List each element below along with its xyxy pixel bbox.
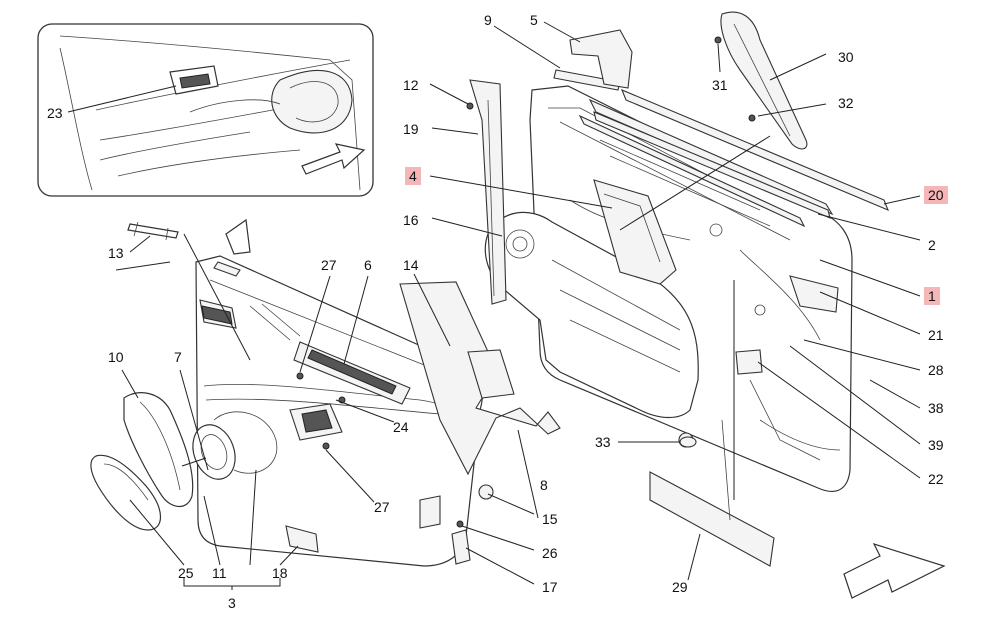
switch-part <box>285 525 319 553</box>
callout-39: 39 <box>928 437 944 453</box>
callout-18: 18 <box>272 565 288 581</box>
callout-10: 10 <box>108 349 124 365</box>
callout-8: 8 <box>540 477 548 493</box>
callout-13: 13 <box>108 245 124 261</box>
pull-handle <box>127 221 179 241</box>
callout-1: 1 <box>928 288 936 304</box>
callout-15: 15 <box>542 511 558 527</box>
callout-2: 2 <box>928 237 936 253</box>
callout-32: 32 <box>838 95 854 111</box>
callout-12: 12 <box>403 77 419 93</box>
front-post <box>469 79 507 305</box>
mirror-sail-trim <box>720 11 808 150</box>
callout-21: 21 <box>928 327 944 343</box>
callout-9: 9 <box>484 12 492 28</box>
belt-weatherstrip <box>621 88 889 212</box>
callout-38: 38 <box>928 400 944 416</box>
callout-25: 25 <box>178 565 194 581</box>
callout-28: 28 <box>928 362 944 378</box>
door-trim-panel <box>195 255 483 567</box>
callout-33: 33 <box>595 434 611 450</box>
callout-3: 3 <box>228 595 236 611</box>
callout-4: 4 <box>409 168 417 184</box>
seal-strip-29 <box>649 471 775 567</box>
leader-lines <box>67 21 921 590</box>
speaker-grille <box>90 454 161 531</box>
callout-5: 5 <box>530 12 538 28</box>
callout-14: 14 <box>403 257 419 273</box>
direction-arrow-inset <box>301 143 366 175</box>
callout-16: 16 <box>403 212 419 228</box>
callout-26: 26 <box>542 545 558 561</box>
callout-6: 6 <box>364 257 372 273</box>
callout-30: 30 <box>838 49 854 65</box>
callout-19: 19 <box>403 121 419 137</box>
callout-23: 23 <box>47 105 63 121</box>
callout-7: 7 <box>174 349 182 365</box>
callout-20: 20 <box>928 187 944 203</box>
speaker-frame <box>123 392 194 508</box>
callout-24: 24 <box>393 419 409 435</box>
callout-17: 17 <box>542 579 558 595</box>
direction-arrow-main <box>843 543 946 599</box>
inset-detail <box>37 23 374 197</box>
callout-labels: 23 13 27 6 14 10 7 24 27 25 11 18 3 8 15… <box>47 12 948 611</box>
callout-27-bottom: 27 <box>374 499 390 515</box>
callout-31: 31 <box>712 77 728 93</box>
callout-11: 11 <box>212 565 227 581</box>
callout-22: 22 <box>928 471 944 487</box>
callout-27-top: 27 <box>321 257 337 273</box>
callout-29: 29 <box>672 579 688 595</box>
